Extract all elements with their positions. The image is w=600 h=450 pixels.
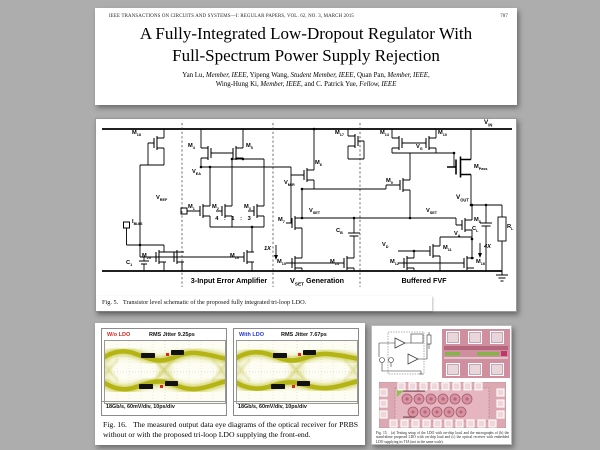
node-label: VSET [426,208,438,216]
transistor-label: M4 [188,143,195,151]
schematic-wires [102,123,512,287]
section-label-vset-generation: VSET Generation [290,276,344,288]
paper-header-block: IEEE TRANSACTIONS ON CIRCUITS AND SYSTEM… [95,8,517,105]
transistor-label: M17 [335,130,344,138]
eye-diagram-plot [104,340,226,404]
author-list: Yan Lu, Member, IEEE, Yipeng Wang, Stude… [95,71,517,89]
ldo-chip-micrograph [442,329,510,378]
rms-jitter-value: RMS Jitter 7.67ps [281,332,327,338]
capacitor-label: CL [472,226,479,234]
measurement-markers [271,350,316,389]
node-label: VMIR [284,180,295,188]
node-label: VEA [192,169,202,177]
transistor-label: M7 [278,217,285,225]
testing-setup-schematic [375,329,439,378]
transistor-label: M6 [315,160,322,168]
transistor-label: M13 [380,130,389,138]
figure15-micrograph-card: Fig. 15. (a) Testing setup of the LDO wi… [371,325,512,445]
transistor-label: M20 [142,253,151,261]
bond-pads [379,382,505,428]
condition-label: With LDO [239,332,264,338]
eye-diagram-panel-without-ldo: W/o LDO RMS Jitter 9.25ps [101,328,227,416]
node-label: VG [416,144,423,152]
transistor-label: M5 [246,143,253,151]
rms-jitter-value: RMS Jitter 9.25ps [149,332,195,338]
multiplier-label: 1X [264,246,271,252]
author-line1: Yan Lu, Member, IEEE, Yipeng Wang, Stude… [182,72,430,79]
transistor-label: M16 [476,259,485,267]
node-dots [138,127,488,260]
figure5-schematic-card: M18 M4 M5 VEA VREF M1 M2 M3 4 : 1 : 3 IB… [95,118,517,312]
node-label: VSET [309,208,321,216]
transistor-label: M18 [132,130,141,138]
scope-scale-label: 18Gb/s, 60mV/div, 10ps/div [102,400,226,416]
author-line2: Wing-Hung Ki, Member, IEEE, and C. Patri… [215,81,397,88]
ratio-label: 4 : 1 : 3 [215,216,253,222]
paper-title: A Fully-Integrated Low-Dropout Regulator… [95,23,517,66]
node-label: VIN [484,119,493,128]
scope-scale-label: 18Gb/s, 60mV/div, 10ps/div [234,400,358,416]
paper-title-line2: Full-Spectrum Power Supply Rejection [172,45,440,65]
section-label-error-amplifier: 3-Input Error Amplifier [190,276,268,285]
transistor-label: M2 [212,204,219,212]
measurement-markers [139,350,184,389]
transistor-label: M19 [230,253,239,261]
capacitor-label: CB [336,228,343,236]
transistor-label: M1 [188,204,195,212]
transistor-label: M14 [330,259,339,267]
node-label: VD [382,242,389,250]
receiver-chip-micrograph [379,382,506,428]
section-label-buffered-fvf: Buffered FVF [401,276,447,285]
eye-diagram-plot [236,340,358,404]
journal-title-line: IEEE TRANSACTIONS ON CIRCUITS AND SYSTEM… [109,14,355,19]
page-number: 707 [500,14,508,19]
transistor-label: M10 [438,130,447,138]
transistor-label: M8 [474,217,481,225]
node-label: VA [454,231,461,239]
transistor-label: MPass [474,164,488,172]
multiplier-label: 4X [484,244,491,250]
resistor-label: RL [507,224,514,232]
figure16-eye-diagram-card: W/o LDO RMS Jitter 9.25ps [95,323,365,445]
node-label: IBIAS [132,219,143,227]
journal-header: IEEE TRANSACTIONS ON CIRCUITS AND SYSTEM… [109,14,508,19]
capacitor-label: C1 [126,260,133,268]
ldo-schematic: M18 M4 M5 VEA VREF M1 M2 M3 4 : 1 : 3 IB… [96,119,517,297]
eye-diagram-panel-with-ldo: With LDO RMS Jitter 7.67ps [233,328,359,416]
figure5-caption: Fig. 5. Transistor level schematic of th… [96,296,432,311]
transistor-label: M15 [277,259,286,267]
transistor-label: M11 [443,245,452,253]
node-label: VOUT [456,194,469,203]
condition-label: W/o LDO [107,332,131,338]
bond-pads [446,331,504,376]
transistor-label: M12 [390,259,399,267]
transistor-label: M9 [386,178,393,186]
transistor-label: M3 [244,204,251,212]
figure16-caption: Fig. 16. The measured output data eye di… [103,420,358,439]
paper-title-line1: A Fully-Integrated Low-Dropout Regulator… [139,24,473,43]
figure15-caption: Fig. 15. (a) Testing setup of the LDO wi… [376,431,509,444]
node-label: VREF [156,195,168,203]
